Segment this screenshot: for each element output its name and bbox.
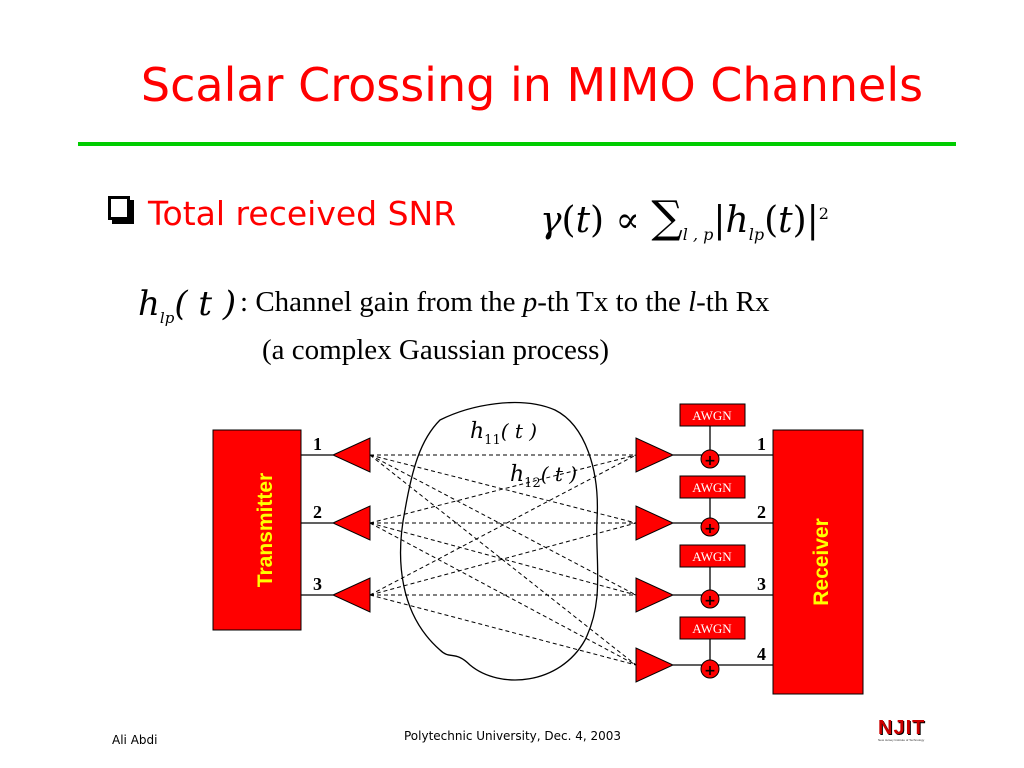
- formula-h: h: [725, 200, 749, 241]
- adder-4: [700, 659, 720, 679]
- channel-path-tx3-rx4: [369, 594, 637, 666]
- formula-h-sub: lp: [748, 225, 765, 245]
- formula-power: 2: [818, 204, 829, 223]
- awgn-label-3: AWGN: [692, 549, 732, 564]
- footer-author: Ali Abdi: [112, 733, 158, 747]
- awgn-box-3: [679, 544, 746, 568]
- channel-paths: [369, 454, 637, 666]
- receiver-block: [772, 429, 864, 695]
- noise-branch-1: AWGN +: [679, 403, 746, 469]
- def-text-b: -th Tx to the: [537, 286, 689, 318]
- definition-line-1: : Channel gain from the p-th Tx to the l…: [240, 286, 769, 319]
- channel-label-h11: h11( t ): [470, 419, 537, 448]
- rx-antenna-3: [635, 577, 675, 613]
- channel-cloud: [399, 401, 599, 681]
- njit-logo-subtext: New Jersey Institute of Technology: [878, 738, 925, 742]
- rx-antenna-1: [635, 437, 675, 473]
- channel-path-tx3-rx1: [369, 454, 637, 596]
- awgn-box-2: [679, 475, 746, 499]
- channel-path-tx2-rx1: [369, 454, 637, 524]
- noise-branch-3: AWGN +: [679, 544, 746, 609]
- rx-number-4: 4: [757, 644, 766, 664]
- slide-title: Scalar Crossing in MIMO Channels: [140, 58, 924, 112]
- tx-number-1: 1: [313, 434, 322, 454]
- tx-antenna-3: [331, 577, 371, 613]
- transmitter-label: Transmitter: [254, 473, 277, 587]
- def-h-sub: lp: [159, 308, 175, 327]
- adder-1: [700, 449, 720, 469]
- formula-sum-index: l , p: [682, 225, 714, 245]
- def-h: h: [138, 284, 160, 324]
- definition-line-2: (a complex Gaussian process): [262, 334, 610, 366]
- rx-number-2: 2: [757, 502, 766, 522]
- awgn-box-1: [679, 403, 746, 427]
- tx-number-3: 3: [313, 574, 322, 594]
- svg-text:+: +: [704, 593, 716, 609]
- def-text-c: -th Rx: [696, 286, 770, 318]
- awgn-label-1: AWGN: [692, 408, 732, 423]
- formula-abs-left: |: [713, 200, 726, 241]
- formula-t: t: [575, 200, 591, 241]
- channel-path-tx2-rx4: [369, 522, 637, 666]
- channel-path-tx2-rx3: [369, 522, 637, 596]
- def-args: ( t ): [174, 284, 237, 324]
- adder-2: [700, 517, 720, 537]
- noise-branch-2: AWGN +: [679, 475, 746, 537]
- channel-label-h12: h12( t ): [510, 462, 577, 491]
- channel-path-tx3-rx2: [369, 522, 637, 596]
- rx-number-1: 1: [757, 434, 766, 454]
- bullet-text: Total received SNR: [148, 194, 457, 233]
- checkbox-bullet-icon: [108, 196, 130, 220]
- rx-antenna-4: [635, 647, 675, 683]
- definition-symbol: hlp( t ): [138, 284, 236, 327]
- title-underline: [78, 142, 956, 146]
- svg-text:+: +: [704, 663, 716, 679]
- formula-proportional: ∝: [615, 200, 640, 241]
- noise-branch-4: AWGN +: [679, 616, 746, 679]
- footer-venue: Polytechnic University, Dec. 4, 2003: [404, 729, 622, 743]
- formula-sum: ∑: [651, 192, 683, 243]
- svg-text:+: +: [704, 521, 716, 537]
- snr-formula: γ(t) ∝ ∑l , p|hlp(t)|2: [540, 192, 829, 245]
- channel-path-tx1-rx4: [369, 454, 637, 666]
- formula-abs-right: |: [806, 200, 819, 241]
- adder-3: [700, 589, 720, 609]
- tx-antenna-2: [331, 505, 371, 541]
- njit-logo: NJIT New Jersey Institute of Technology: [878, 718, 936, 742]
- awgn-label-4: AWGN: [692, 621, 732, 636]
- njit-logo-text: NJIT: [878, 717, 926, 739]
- channel-path-tx1-rx2: [369, 454, 637, 524]
- rx-number-3: 3: [757, 574, 766, 594]
- def-colon: :: [240, 286, 249, 318]
- rx-antenna-2: [635, 505, 675, 541]
- def-p-var: p: [522, 286, 538, 318]
- transmitter-block: [212, 429, 302, 631]
- formula-gamma: γ: [540, 200, 562, 241]
- awgn-label-2: AWGN: [692, 480, 732, 495]
- tx-antenna-1: [331, 437, 371, 473]
- awgn-box-4: [679, 616, 746, 640]
- tx-number-2: 2: [313, 502, 322, 522]
- def-text-a: Channel gain from the: [255, 286, 523, 318]
- def-l-var: l: [688, 286, 697, 318]
- receiver-label: Receiver: [810, 518, 833, 606]
- svg-text:+: +: [704, 453, 716, 469]
